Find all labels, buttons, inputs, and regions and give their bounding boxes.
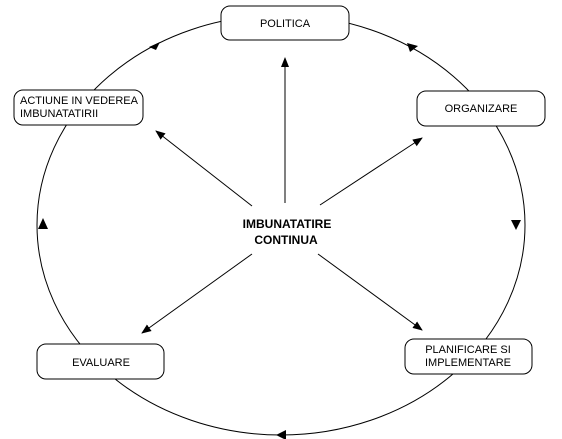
node-organizare-label: ORGANIZARE (445, 103, 518, 115)
node-organizare: ORGANIZARE (416, 90, 546, 127)
node-evaluare: EVALUARE (36, 343, 165, 380)
node-evaluare-box (36, 343, 165, 380)
node-organizare-box (416, 90, 546, 127)
node-planificare: PLANIFICARE SI IMPLEMENTARE (404, 338, 533, 375)
ring-arrow-top-right (407, 43, 418, 52)
node-politica-label: POLITICA (260, 18, 311, 30)
center-label-line1: IMBUNATATIRE (243, 217, 332, 231)
center-label-line2: CONTINUA (254, 233, 318, 247)
node-planificare-label-line1: PLANIFICARE SI (425, 344, 511, 356)
center-label: IMBUNATATIRE CONTINUA (243, 217, 332, 247)
node-planificare-box (404, 338, 533, 375)
node-politica: POLITICA (220, 5, 350, 41)
ring-arrow-top-left (149, 42, 160, 50)
node-politica-box (220, 5, 350, 41)
node-evaluare-label: EVALUARE (72, 357, 130, 369)
node-actiune-box (13, 89, 144, 126)
spoke-to-organizare (319, 137, 423, 206)
spoke-to-evaluare (141, 253, 253, 334)
ring-arrow-bottom (276, 430, 286, 439)
node-actiune-label-line2: IMBUNATATIRII (20, 108, 98, 120)
spoke-to-actiune (155, 130, 253, 207)
ring-arrow-right (511, 220, 521, 230)
node-planificare-label-line2: IMPLEMENTARE (425, 357, 511, 369)
ring-arrow-left (38, 218, 48, 229)
node-actiune: ACTIUNE IN VEDEREA IMBUNATATIRII (13, 89, 144, 126)
spoke-to-planificare (317, 253, 423, 331)
node-actiune-label-line1: ACTIUNE IN VEDEREA (20, 95, 139, 107)
